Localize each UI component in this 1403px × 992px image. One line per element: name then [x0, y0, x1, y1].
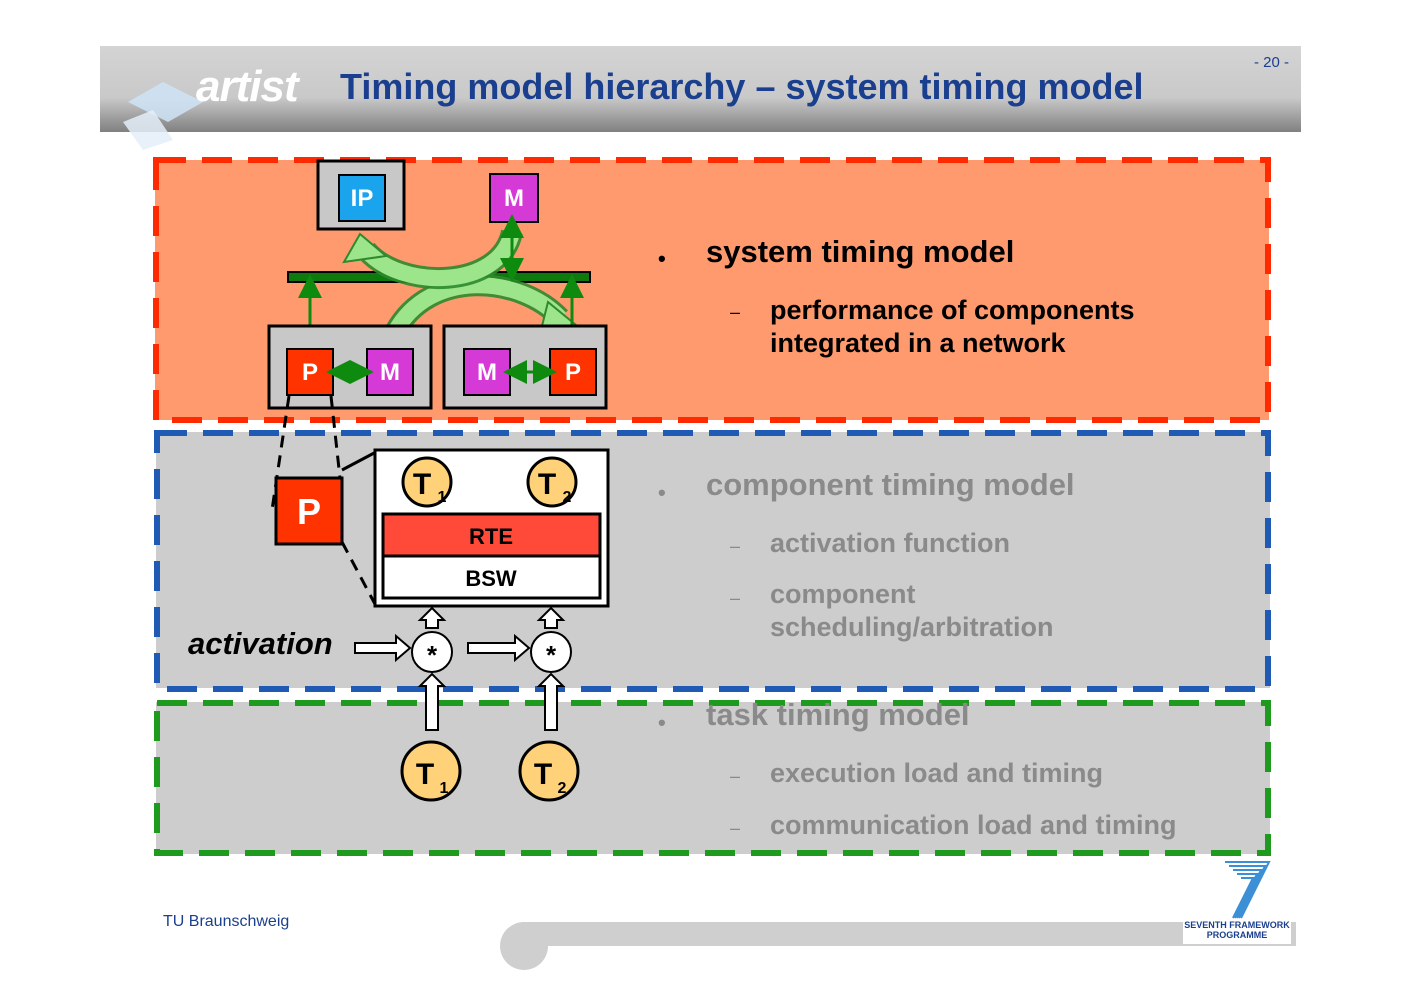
rte-layer [381, 512, 602, 558]
ip-label: IP [351, 185, 374, 212]
artist-logo-shape [123, 82, 203, 150]
task-layer-box [156, 702, 1270, 854]
system-item-1: performance of components integrated in … [770, 295, 1135, 358]
task-item-1: execution load and timing [770, 758, 1104, 788]
component-layer-box [156, 432, 1270, 688]
header-band [100, 46, 1301, 132]
fp7-line-1: SEVENTH FRAMEWORK [1184, 920, 1290, 930]
task-item-2: communication load and timing [770, 810, 1177, 840]
dash: – [730, 536, 741, 556]
task-heading: task timing model [706, 697, 970, 732]
fp7-line-2: PROGRAMME [1206, 930, 1268, 940]
task-bubble-2-comp [526, 456, 578, 508]
bullet-dot: • [658, 246, 666, 271]
svg-text:T: T [538, 468, 556, 501]
dash: – [730, 766, 741, 786]
processor-left [286, 348, 334, 396]
svg-text:*: * [546, 640, 557, 670]
memory-label-top: M [504, 185, 524, 212]
page-title: Timing model hierarchy – system timing m… [340, 66, 1144, 107]
svg-text:2: 2 [563, 489, 572, 506]
component-item-1: activation function [770, 528, 1011, 558]
svg-text:T: T [416, 758, 434, 791]
processor-zoom-label: P [297, 491, 321, 532]
component-layer-border [154, 430, 1271, 692]
task-bubble-2 [518, 740, 580, 802]
processor-left-label: P [302, 359, 318, 386]
memory-left-label: M [380, 359, 400, 386]
svg-text:2: 2 [558, 780, 567, 797]
component-item-2: component scheduling/arbitration [770, 579, 1054, 642]
activation-label: activation [188, 626, 333, 661]
memory-right-label: M [477, 359, 497, 386]
system-layer-border [153, 157, 1271, 423]
bsw-label: BSW [465, 566, 517, 591]
component-heading: component timing model [706, 467, 1075, 502]
svg-text:T: T [413, 468, 431, 501]
dash: – [730, 302, 741, 322]
arrow-head-left [342, 232, 389, 264]
dash: – [730, 818, 741, 838]
svg-text:T: T [534, 758, 552, 791]
bsw-layer [381, 554, 602, 600]
svg-text:1: 1 [438, 489, 447, 506]
memory-right [463, 348, 511, 396]
processor-right [549, 348, 597, 396]
svg-text:*: * [427, 640, 438, 670]
processor-right-label: P [565, 359, 581, 386]
page-number: - 20 - [1254, 54, 1290, 71]
artist-logo: artist [196, 62, 299, 111]
rte-label: RTE [469, 524, 513, 549]
task-bubble-1 [400, 740, 462, 802]
ip-block [338, 174, 386, 222]
processor-zoom [274, 476, 344, 546]
fp7-seven-icon [1225, 861, 1271, 919]
activation-operator-2 [530, 631, 572, 673]
system-heading: system timing model [706, 234, 1015, 269]
bullet-dot: • [658, 480, 666, 505]
bullet-dot: • [658, 710, 666, 735]
memory-left [366, 348, 414, 396]
activation-operator-1 [411, 631, 453, 673]
svg-text:1: 1 [440, 780, 449, 797]
footer-bar [522, 922, 1296, 946]
task-bubble-1-comp [401, 456, 453, 508]
activation-arrows [354, 606, 566, 731]
dash: – [730, 588, 741, 608]
footer-org: TU Braunschweig [163, 913, 290, 930]
task-layer-border [154, 700, 1271, 856]
